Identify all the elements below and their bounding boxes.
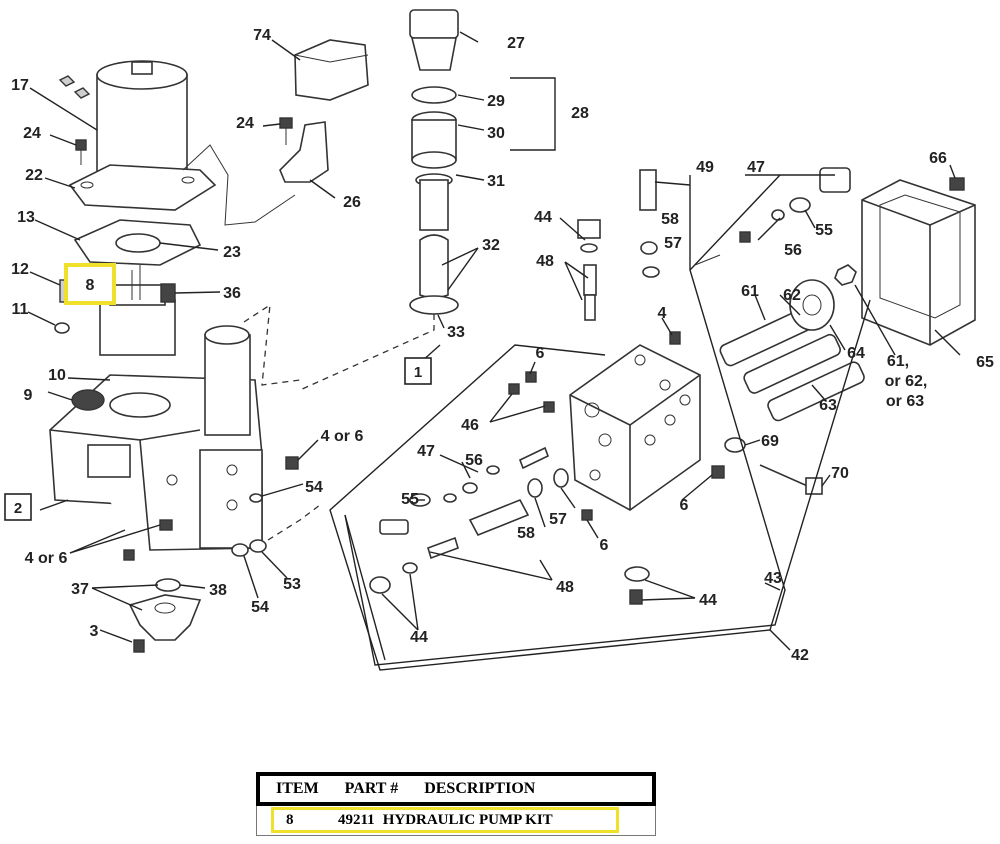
callout-36: 36 bbox=[223, 285, 241, 302]
callout-44-bottom-right: 44 bbox=[699, 592, 717, 609]
callout-56-bottom: 56 bbox=[465, 452, 483, 469]
callout-17: 17 bbox=[11, 77, 29, 94]
callout-62: 62 bbox=[783, 287, 801, 304]
callout-54-upper: 54 bbox=[305, 479, 323, 496]
callout-53: 53 bbox=[283, 576, 301, 593]
callout-8: 8 bbox=[86, 277, 95, 294]
frame-label-1 bbox=[404, 357, 432, 385]
valve-stack bbox=[299, 9, 459, 391]
callout-labels: 74 27 29 28 30 31 32 33 17 24 24 22 26 1… bbox=[11, 27, 994, 664]
callout-65: 65 bbox=[976, 354, 994, 371]
label-2: 2 bbox=[14, 500, 22, 517]
callout-6-right: 6 bbox=[680, 497, 689, 514]
callout-48-bottom: 48 bbox=[556, 579, 574, 596]
callout-10: 10 bbox=[48, 367, 66, 384]
callout-22: 22 bbox=[25, 167, 43, 184]
exploded-parts-diagram: 1 2 8 74 27 29 28 30 31 32 33 17 24 24 2… bbox=[4, 9, 994, 671]
callout-38: 38 bbox=[209, 582, 227, 599]
callout-4: 4 bbox=[658, 305, 667, 322]
callout-or-63: or 63 bbox=[886, 393, 924, 410]
callout-46: 46 bbox=[461, 417, 479, 434]
callout-55-bottom: 55 bbox=[401, 491, 419, 508]
callout-44-top: 44 bbox=[534, 209, 552, 226]
callout-23: 23 bbox=[223, 244, 241, 261]
callout-or-62: or 62, bbox=[885, 373, 928, 390]
callout-11: 11 bbox=[12, 301, 29, 318]
callout-48-top: 48 bbox=[536, 253, 554, 270]
callout-74: 74 bbox=[253, 27, 271, 44]
callout-31: 31 bbox=[487, 173, 505, 190]
callout-66: 66 bbox=[929, 150, 947, 167]
callout-29: 29 bbox=[487, 93, 505, 110]
highlight-box-8 bbox=[64, 263, 116, 305]
callout-6-top: 6 bbox=[536, 345, 545, 362]
callout-32: 32 bbox=[482, 237, 500, 254]
callout-28: 28 bbox=[571, 105, 589, 122]
callout-12: 12 bbox=[11, 261, 29, 278]
callout-27: 27 bbox=[507, 35, 525, 52]
callout-70: 70 bbox=[831, 465, 849, 482]
lower-valve-parts bbox=[369, 446, 650, 605]
callout-57-top: 57 bbox=[664, 235, 682, 252]
header-part-number: PART # bbox=[344, 780, 399, 797]
callout-69: 69 bbox=[761, 433, 779, 450]
callout-61: 61 bbox=[741, 283, 759, 300]
callout-30: 30 bbox=[487, 125, 505, 142]
callout-33: 33 bbox=[447, 324, 465, 341]
table-row: 8 49211 HYDRAULIC PUMP KIT bbox=[256, 806, 656, 836]
header-item: ITEM bbox=[276, 780, 319, 797]
callout-4-or-6-right: 4 or 6 bbox=[321, 428, 364, 445]
callout-26: 26 bbox=[343, 194, 361, 211]
callout-56-top: 56 bbox=[784, 242, 802, 259]
callout-64: 64 bbox=[847, 345, 865, 362]
callout-24-left: 24 bbox=[23, 125, 41, 142]
parts-table: ITEM PART # DESCRIPTION 8 49211 HYDRAULI… bbox=[256, 772, 656, 836]
parts-table-header: ITEM PART # DESCRIPTION bbox=[256, 772, 656, 806]
row-description: HYDRAULIC PUMP KIT bbox=[382, 811, 553, 828]
callout-54-lower: 54 bbox=[251, 599, 269, 616]
callout-42: 42 bbox=[791, 647, 809, 664]
callout-9: 9 bbox=[24, 387, 33, 404]
callout-3: 3 bbox=[90, 623, 99, 640]
callout-13: 13 bbox=[17, 209, 35, 226]
callout-49: 49 bbox=[696, 159, 714, 176]
callout-43: 43 bbox=[764, 570, 782, 587]
callout-24-right: 24 bbox=[236, 115, 254, 132]
callout-4-or-6-left: 4 or 6 bbox=[25, 550, 68, 567]
row-part-number: 49211 bbox=[338, 811, 375, 828]
callout-57-bottom: 57 bbox=[549, 511, 567, 528]
callout-6-bottom: 6 bbox=[600, 537, 609, 554]
callout-58-bottom: 58 bbox=[517, 525, 535, 542]
motor-assembly bbox=[49, 39, 369, 653]
frame-label-2 bbox=[4, 493, 32, 521]
callout-37: 37 bbox=[71, 581, 89, 598]
callout-61-or: 61, bbox=[887, 353, 909, 370]
callout-55-top: 55 bbox=[815, 222, 833, 239]
row-item: 8 bbox=[286, 811, 294, 828]
callout-47-top: 47 bbox=[747, 159, 765, 176]
callout-47-bottom: 47 bbox=[417, 443, 435, 460]
label-1: 1 bbox=[414, 364, 422, 381]
callout-58-top: 58 bbox=[661, 211, 679, 228]
callout-44-bottom-left: 44 bbox=[410, 629, 428, 646]
leader-lines bbox=[27, 31, 961, 651]
valve-block bbox=[508, 167, 976, 521]
highlighted-row: 8 49211 HYDRAULIC PUMP KIT bbox=[271, 807, 619, 833]
callout-63: 63 bbox=[819, 397, 837, 414]
header-description: DESCRIPTION bbox=[424, 780, 536, 797]
